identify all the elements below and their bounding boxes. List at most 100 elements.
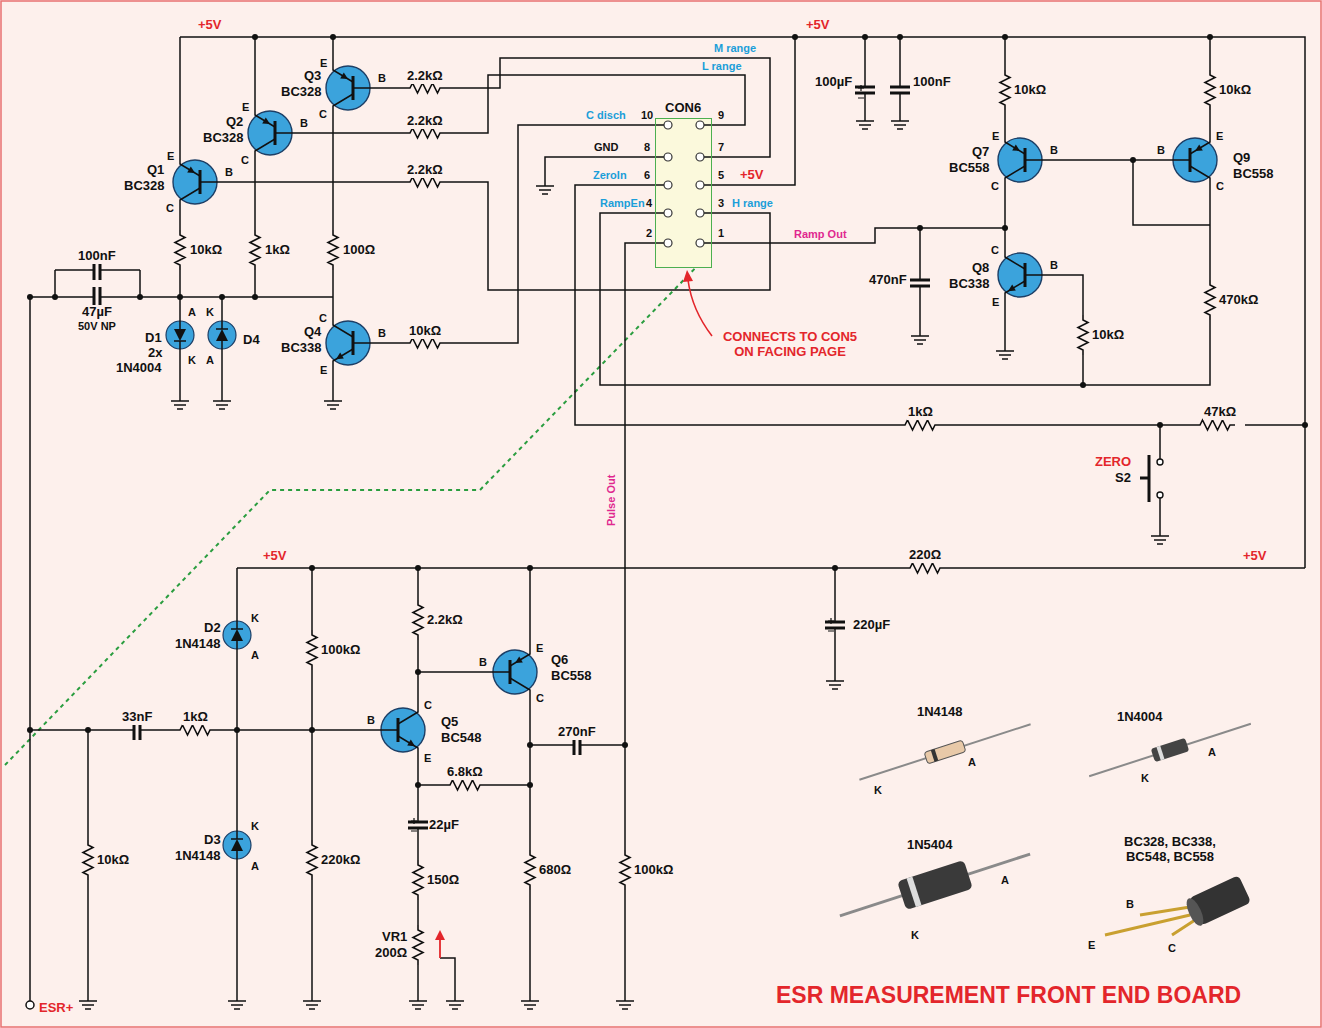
- pin-letter: 6: [643, 169, 651, 182]
- part-label: 100nF: [77, 249, 117, 264]
- part-label: 1N4148: [174, 637, 222, 652]
- pin-letter: E: [166, 150, 175, 163]
- pin-letter: A: [1000, 874, 1010, 887]
- ground-symbol: [616, 995, 634, 1009]
- connector-box: CON6: [655, 118, 712, 268]
- part-label: BC558: [948, 161, 990, 176]
- resistors: [83, 70, 1235, 965]
- pin-letter: K: [873, 784, 883, 797]
- signal-name: RampEn: [599, 197, 646, 210]
- pin-letter: 1: [717, 227, 725, 240]
- part-label: 100Ω: [342, 243, 376, 258]
- part-label: 10kΩ: [189, 243, 223, 258]
- part-label: 47µF: [81, 305, 113, 320]
- pin-letter: E: [319, 364, 328, 377]
- pin-letter: A: [187, 306, 197, 319]
- part-label: 1kΩ: [264, 243, 291, 258]
- pin-letter: E: [241, 101, 250, 114]
- pin-letter: B: [377, 72, 387, 85]
- pin-letter: E: [535, 642, 544, 655]
- pin-letter: 2: [645, 227, 653, 240]
- part-label: D2: [203, 621, 222, 636]
- capacitor-symbol: [855, 75, 875, 105]
- signal-name: L range: [701, 60, 743, 73]
- part-label: 1N4004: [115, 361, 163, 376]
- pin-letter: K: [250, 820, 260, 833]
- diode-symbol: [223, 830, 251, 860]
- pin-letter: E: [319, 57, 328, 70]
- part-label: BC548: [440, 731, 482, 746]
- pin-letter: K: [205, 306, 215, 319]
- callout-arrow: [688, 280, 712, 336]
- part-label: Q8: [971, 261, 990, 276]
- pin-letter: C: [1215, 180, 1225, 193]
- pin-letter: E: [991, 130, 1000, 143]
- pin-letter: E: [1087, 939, 1096, 952]
- pin-letter: B: [224, 166, 234, 179]
- pin-letter: B: [366, 714, 376, 727]
- part-label: 470kΩ: [1218, 293, 1259, 308]
- pin-letter: A: [1207, 746, 1217, 759]
- diagram-title: ESR MEASUREMENT FRONT END BOARD: [775, 982, 1242, 1008]
- part-label: 10kΩ: [1218, 83, 1252, 98]
- resistor-symbol: [175, 725, 215, 735]
- pushbutton-symbol: [1140, 455, 1163, 502]
- pin-letter: 7: [717, 141, 725, 154]
- diode-illustration: [858, 718, 1033, 785]
- part-label: 100nF: [912, 75, 952, 90]
- part-label: 1N5404: [906, 838, 954, 853]
- grounds: [79, 115, 1169, 1009]
- part-label: D1: [144, 331, 163, 346]
- wires: [30, 37, 1305, 1001]
- capacitor-symbol: [825, 610, 845, 640]
- capacitor-symbol: [82, 287, 112, 307]
- pin-letter: A: [205, 354, 215, 367]
- pot-wiper-head: [435, 930, 445, 940]
- part-label: 10kΩ: [96, 853, 130, 868]
- pin-letter: B: [1049, 259, 1059, 272]
- resistor-symbol: [900, 420, 940, 430]
- part-label: 220µF: [852, 618, 891, 633]
- transistor-symbol: [173, 152, 225, 212]
- part-label: Q9: [1232, 151, 1251, 166]
- part-label: BC558: [550, 669, 592, 684]
- pin-letter: 5: [717, 169, 725, 182]
- pin-letter: A: [967, 756, 977, 769]
- part-label: 10kΩ: [1013, 83, 1047, 98]
- signal-name: H range: [731, 197, 774, 210]
- pin-letter: A: [250, 860, 260, 873]
- pin-letter: C: [1167, 942, 1177, 955]
- rail-label: +5V: [197, 18, 223, 33]
- part-label: 1kΩ: [182, 710, 209, 725]
- part-label: 150Ω: [426, 873, 460, 888]
- junction-dots: [27, 34, 1308, 788]
- ground-symbol: [1151, 530, 1169, 544]
- part-label: VR1: [381, 930, 408, 945]
- part-label: BC328: [123, 179, 165, 194]
- ground-symbol: [521, 995, 539, 1009]
- resistor-symbol: [620, 850, 630, 890]
- part-label: 1N4148: [174, 849, 222, 864]
- rail-label: ESR+: [38, 1001, 74, 1016]
- part-label: S2: [1114, 471, 1132, 486]
- diode-symbol: [208, 320, 236, 350]
- part-label: 2.2kΩ: [406, 114, 444, 129]
- ground-symbol: [228, 995, 246, 1009]
- ground-symbol: [303, 995, 321, 1009]
- ground-symbol: [891, 115, 909, 129]
- transistor-illustration: [1105, 875, 1251, 935]
- pin-letter: 9: [717, 109, 725, 122]
- pin-letter: C: [535, 692, 545, 705]
- rail-label: +5V: [262, 549, 288, 564]
- capacitor-symbol: [910, 268, 930, 298]
- pin-letter: B: [1049, 144, 1059, 157]
- resistor-symbol: [1000, 70, 1010, 110]
- resistor-symbol: [175, 230, 185, 270]
- part-label: D3: [203, 833, 222, 848]
- part-label: 10kΩ: [408, 324, 442, 339]
- rail-label: ZERO: [1094, 455, 1132, 470]
- resistor-symbol: [307, 840, 317, 880]
- diode-symbol: [223, 620, 251, 650]
- transistor-symbol: [326, 313, 378, 373]
